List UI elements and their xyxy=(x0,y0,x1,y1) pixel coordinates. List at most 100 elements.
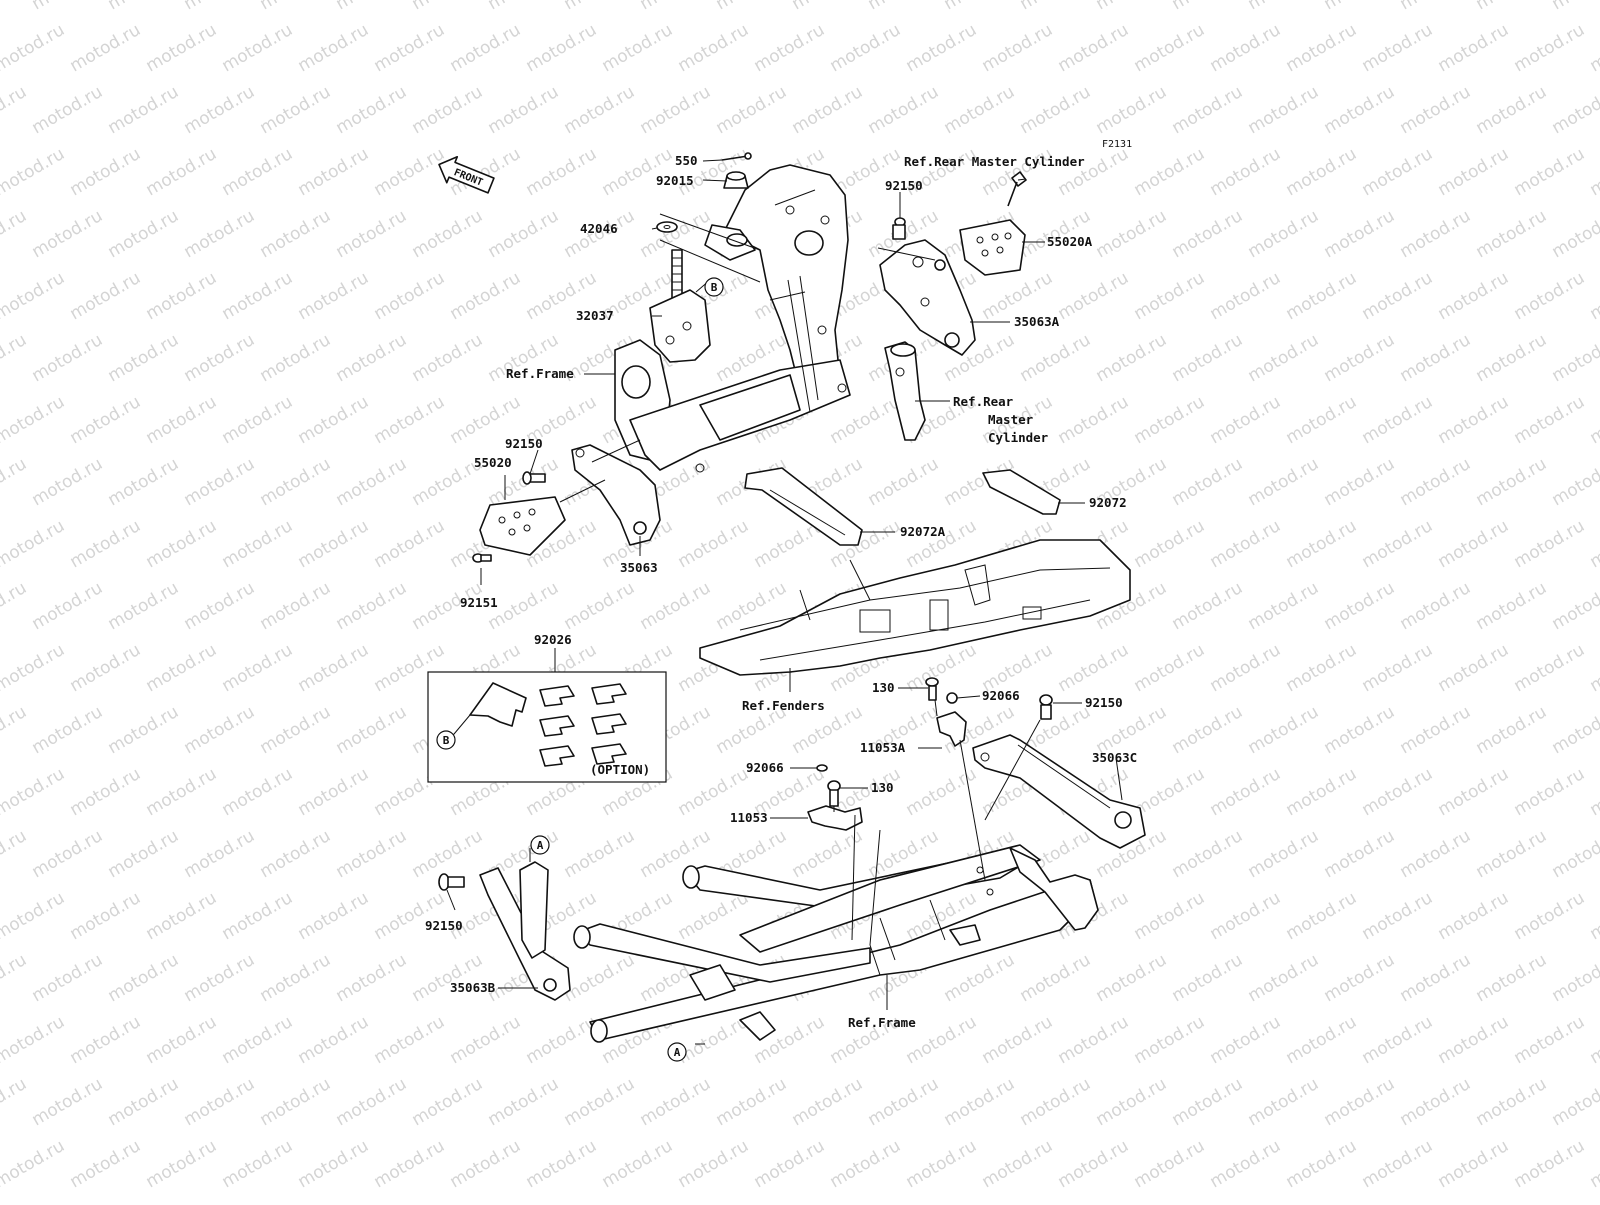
watermark-text: motod.ru xyxy=(1245,1074,1323,1130)
watermark-text: motod.ru xyxy=(1245,82,1323,138)
watermark-text: motod.ru xyxy=(29,82,107,138)
watermark-text: motod.ru xyxy=(0,20,68,76)
watermark-text: motod.ru xyxy=(0,888,68,944)
watermark-text: motod.ru xyxy=(1283,392,1361,448)
watermark-text: motod.ru xyxy=(1549,826,1600,882)
watermark-text: motod.ru xyxy=(67,1136,145,1192)
watermark-text: motod.ru xyxy=(1511,1136,1589,1192)
watermark-text: motod.ru xyxy=(257,0,335,14)
watermark-text: motod.ru xyxy=(333,1074,411,1130)
watermark-text: motod.ru xyxy=(29,330,107,386)
watermark-text: motod.ru xyxy=(295,144,373,200)
watermark-text: motod.ru xyxy=(789,82,867,138)
watermark-text: motod.ru xyxy=(447,1136,525,1192)
watermark-text: motod.ru xyxy=(29,702,107,758)
watermark-text: motod.ru xyxy=(295,392,373,448)
watermark-text: motod.ru xyxy=(105,1074,183,1130)
watermark-text: motod.ru xyxy=(0,144,68,200)
watermark-text: motod.ru xyxy=(447,268,525,324)
watermark-text: motod.ru xyxy=(789,0,867,14)
watermark-text: motod.ru xyxy=(371,1136,449,1192)
watermark-text: motod.ru xyxy=(1435,1012,1513,1068)
watermark-text: motod.ru xyxy=(865,82,943,138)
watermark-text: motod.ru xyxy=(1435,1136,1513,1192)
watermark-text: motod.ru xyxy=(1169,0,1247,14)
watermark-text: motod.ru xyxy=(1245,826,1323,882)
watermark-text: motod.ru xyxy=(1587,20,1600,76)
watermark-text: motod.ru xyxy=(1283,516,1361,572)
watermark-text: motod.ru xyxy=(1587,516,1600,572)
mark-b-upper: B xyxy=(705,278,723,296)
watermark-text: motod.ru xyxy=(0,392,68,448)
watermark-text: motod.ru xyxy=(219,640,297,696)
watermark-text: motod.ru xyxy=(447,20,525,76)
clip-92066-lower xyxy=(817,765,827,771)
watermark-text: motod.ru xyxy=(219,1136,297,1192)
watermark-text: motod.ru xyxy=(1587,144,1600,200)
watermark-text: motod.ru xyxy=(105,82,183,138)
watermark-text: motod.ru xyxy=(1359,392,1437,448)
watermark-text: motod.ru xyxy=(485,82,563,138)
watermark-text: motod.ru xyxy=(371,888,449,944)
nut-92015 xyxy=(724,172,748,188)
watermark-text: motod.ru xyxy=(941,1074,1019,1130)
watermark-text: motod.ru xyxy=(67,764,145,820)
watermark-text: motod.ru xyxy=(1055,144,1133,200)
watermark-text: motod.ru xyxy=(0,950,30,1006)
watermark-text: motod.ru xyxy=(257,330,335,386)
watermark-text: motod.ru xyxy=(675,516,753,572)
watermark-text: motod.ru xyxy=(561,0,639,14)
watermark-text: motod.ru xyxy=(409,826,487,882)
watermark-text: motod.ru xyxy=(1511,640,1589,696)
watermark-text: motod.ru xyxy=(257,702,335,758)
watermark-text: motod.ru xyxy=(1131,640,1209,696)
watermark-text: motod.ru xyxy=(105,0,183,14)
watermark-text: motod.ru xyxy=(1207,1012,1285,1068)
watermark-text: motod.ru xyxy=(827,20,905,76)
watermark-text: motod.ru xyxy=(1511,20,1589,76)
watermark-text: motod.ru xyxy=(295,516,373,572)
watermark-text: motod.ru xyxy=(1321,330,1399,386)
watermark-text: motod.ru xyxy=(1207,888,1285,944)
watermark-text: motod.ru xyxy=(105,950,183,1006)
watermark-text: motod.ru xyxy=(67,20,145,76)
watermark-text: motod.ru xyxy=(523,1012,601,1068)
watermark-text: motod.ru xyxy=(979,20,1057,76)
bracket-32037 xyxy=(650,250,710,362)
watermark-text: motod.ru xyxy=(1511,1012,1589,1068)
watermark-text: motod.ru xyxy=(827,1136,905,1192)
label-92072: 92072 xyxy=(1089,495,1127,510)
watermark-text: motod.ru xyxy=(219,764,297,820)
watermark-text: motod.ru xyxy=(1245,950,1323,1006)
watermark-text: motod.ru xyxy=(1093,950,1171,1006)
watermark-text: motod.ru xyxy=(751,20,829,76)
watermark-text: motod.ru xyxy=(1587,392,1600,448)
watermark-text: motod.ru xyxy=(1131,1012,1209,1068)
label-ref-rear-3: Cylinder xyxy=(988,430,1049,445)
watermark-text: motod.ru xyxy=(1017,950,1095,1006)
watermark-text: motod.ru xyxy=(333,82,411,138)
watermark-text: motod.ru xyxy=(1359,1136,1437,1192)
watermark-text: motod.ru xyxy=(1321,1074,1399,1130)
watermark-text: motod.ru xyxy=(105,578,183,634)
watermark-text: motod.ru xyxy=(1549,206,1600,262)
clip-92066-upper xyxy=(947,693,957,703)
watermark-text: motod.ru xyxy=(67,888,145,944)
watermark-text: motod.ru xyxy=(1055,1012,1133,1068)
watermark-text: motod.ru xyxy=(1473,578,1551,634)
watermark-text: motod.ru xyxy=(1511,144,1589,200)
watermark-text: motod.ru xyxy=(1169,330,1247,386)
watermark-text: motod.ru xyxy=(1321,0,1399,14)
watermark-text: motod.ru xyxy=(143,1136,221,1192)
watermark-text: motod.ru xyxy=(1549,82,1600,138)
label-92150-upper: 92150 xyxy=(885,178,923,193)
watermark-text: motod.ru xyxy=(105,702,183,758)
watermark-text: motod.ru xyxy=(865,1074,943,1130)
watermark-text: motod.ru xyxy=(0,0,30,14)
watermark-text: motod.ru xyxy=(523,1136,601,1192)
watermark-text: motod.ru xyxy=(713,1074,791,1130)
watermark-text: motod.ru xyxy=(333,454,411,510)
label-92150-right: 92150 xyxy=(1085,695,1123,710)
watermark-text: motod.ru xyxy=(1169,206,1247,262)
watermark-text: motod.ru xyxy=(1397,206,1475,262)
